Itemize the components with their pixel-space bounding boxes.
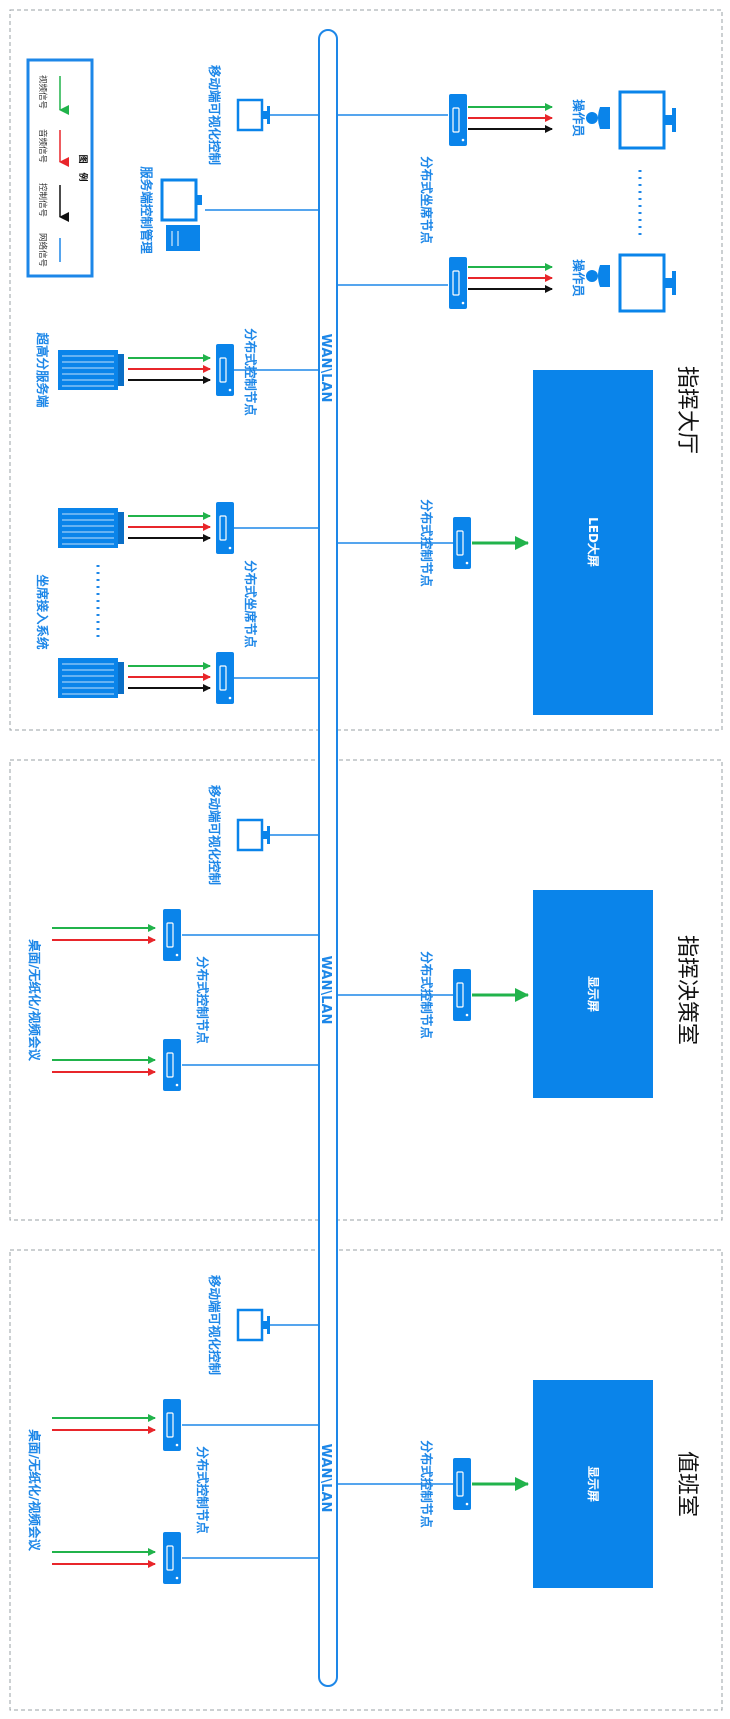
legend-network: 网络信号 xyxy=(37,233,48,267)
access-seat-node-label: 分布式坐席节点 xyxy=(243,560,258,648)
duty-control-node-label: 分布式控制节点 xyxy=(195,1446,210,1534)
duty-frame xyxy=(9,1249,723,1711)
led-control-node-label: 分布式控制节点 xyxy=(419,499,434,587)
access-seat-node-1 xyxy=(215,501,235,555)
operator-monitor-1-icon xyxy=(618,90,678,150)
led-screen-label: LED大屏 xyxy=(586,517,601,567)
duty-mobile-monitor-icon xyxy=(236,1308,272,1342)
operator-monitor-2-icon xyxy=(618,253,678,313)
access-rack-1-icon xyxy=(57,507,125,549)
access-seat-node-2 xyxy=(215,651,235,705)
hall-frame xyxy=(9,9,723,731)
decision-frame xyxy=(9,759,723,1221)
duty-control-node-2 xyxy=(162,1531,182,1585)
decision-control-node-1 xyxy=(162,908,182,962)
duty-screen-node xyxy=(452,1457,472,1511)
hall-title: 指挥大厅 xyxy=(674,366,699,454)
operator-label-1: 操作员 xyxy=(571,99,586,137)
hd-control-node-label: 分布式控制节点 xyxy=(243,328,258,416)
duty-mobile-label: 移动端可视化控制 xyxy=(207,1275,222,1375)
decision-control-node-2 xyxy=(162,1038,182,1092)
led-screen xyxy=(533,370,653,715)
legend-control: 控制信号 xyxy=(37,183,48,217)
server-pc-icon xyxy=(160,178,202,251)
seat-node-label: 分布式坐席节点 xyxy=(419,156,434,244)
decision-screen-node xyxy=(452,968,472,1022)
duty-title: 值班室 xyxy=(674,1451,699,1517)
hd-server-rack-icon xyxy=(57,349,125,391)
decision-display-screen xyxy=(533,890,653,1098)
operator-person-1-icon xyxy=(586,107,610,129)
seat-node-1 xyxy=(448,93,468,147)
hd-control-node xyxy=(215,343,235,397)
decision-title: 指挥决策室 xyxy=(674,935,699,1045)
operator-person-2-icon xyxy=(586,265,610,287)
duty-screen-node-label: 分布式控制节点 xyxy=(419,1440,434,1528)
access-rack-2-icon xyxy=(57,657,125,699)
operator-label-2: 操作员 xyxy=(571,259,586,297)
duty-meeting-label: 桌面/无纸化/视频会议 xyxy=(27,1428,42,1551)
mobile-control-monitor-1-icon xyxy=(236,98,272,132)
led-control-node xyxy=(452,516,472,570)
decision-mobile-label: 移动端可视化控制 xyxy=(207,785,222,885)
legend-video: 视频信号 xyxy=(37,75,48,109)
legend-title: 图 例 xyxy=(77,154,89,181)
decision-display-label: 显示屏 xyxy=(586,976,600,1012)
seat-node-2 xyxy=(448,256,468,310)
decision-screen-node-label: 分布式控制节点 xyxy=(419,951,434,1039)
bus-label-hall: WAN\LAN xyxy=(318,334,333,403)
hd-server-label: 超高分服务端 xyxy=(35,331,50,408)
legend-audio: 音频信号 xyxy=(37,129,48,163)
decision-meeting-label: 桌面/无纸化/视频会议 xyxy=(27,938,42,1061)
duty-display-label: 显示屏 xyxy=(586,1466,600,1502)
decision-control-node-label: 分布式控制节点 xyxy=(195,956,210,1044)
duty-display-screen xyxy=(533,1380,653,1588)
decision-mobile-monitor-icon xyxy=(236,818,272,852)
mobile-control-label-1: 移动端可视化控制 xyxy=(207,65,222,165)
server-manage-label: 服务端控制管理 xyxy=(139,166,154,254)
wan-lan-bus xyxy=(318,29,338,1687)
seat-access-label: 坐席接入系统 xyxy=(35,574,50,650)
bus-label-duty: WAN\LAN xyxy=(318,1444,333,1513)
legend: 图 例 视频信号 音频信号 控制信号 网络信号 xyxy=(26,58,94,278)
bus-label-decision: WAN\LAN xyxy=(318,956,333,1025)
duty-control-node-1 xyxy=(162,1398,182,1452)
